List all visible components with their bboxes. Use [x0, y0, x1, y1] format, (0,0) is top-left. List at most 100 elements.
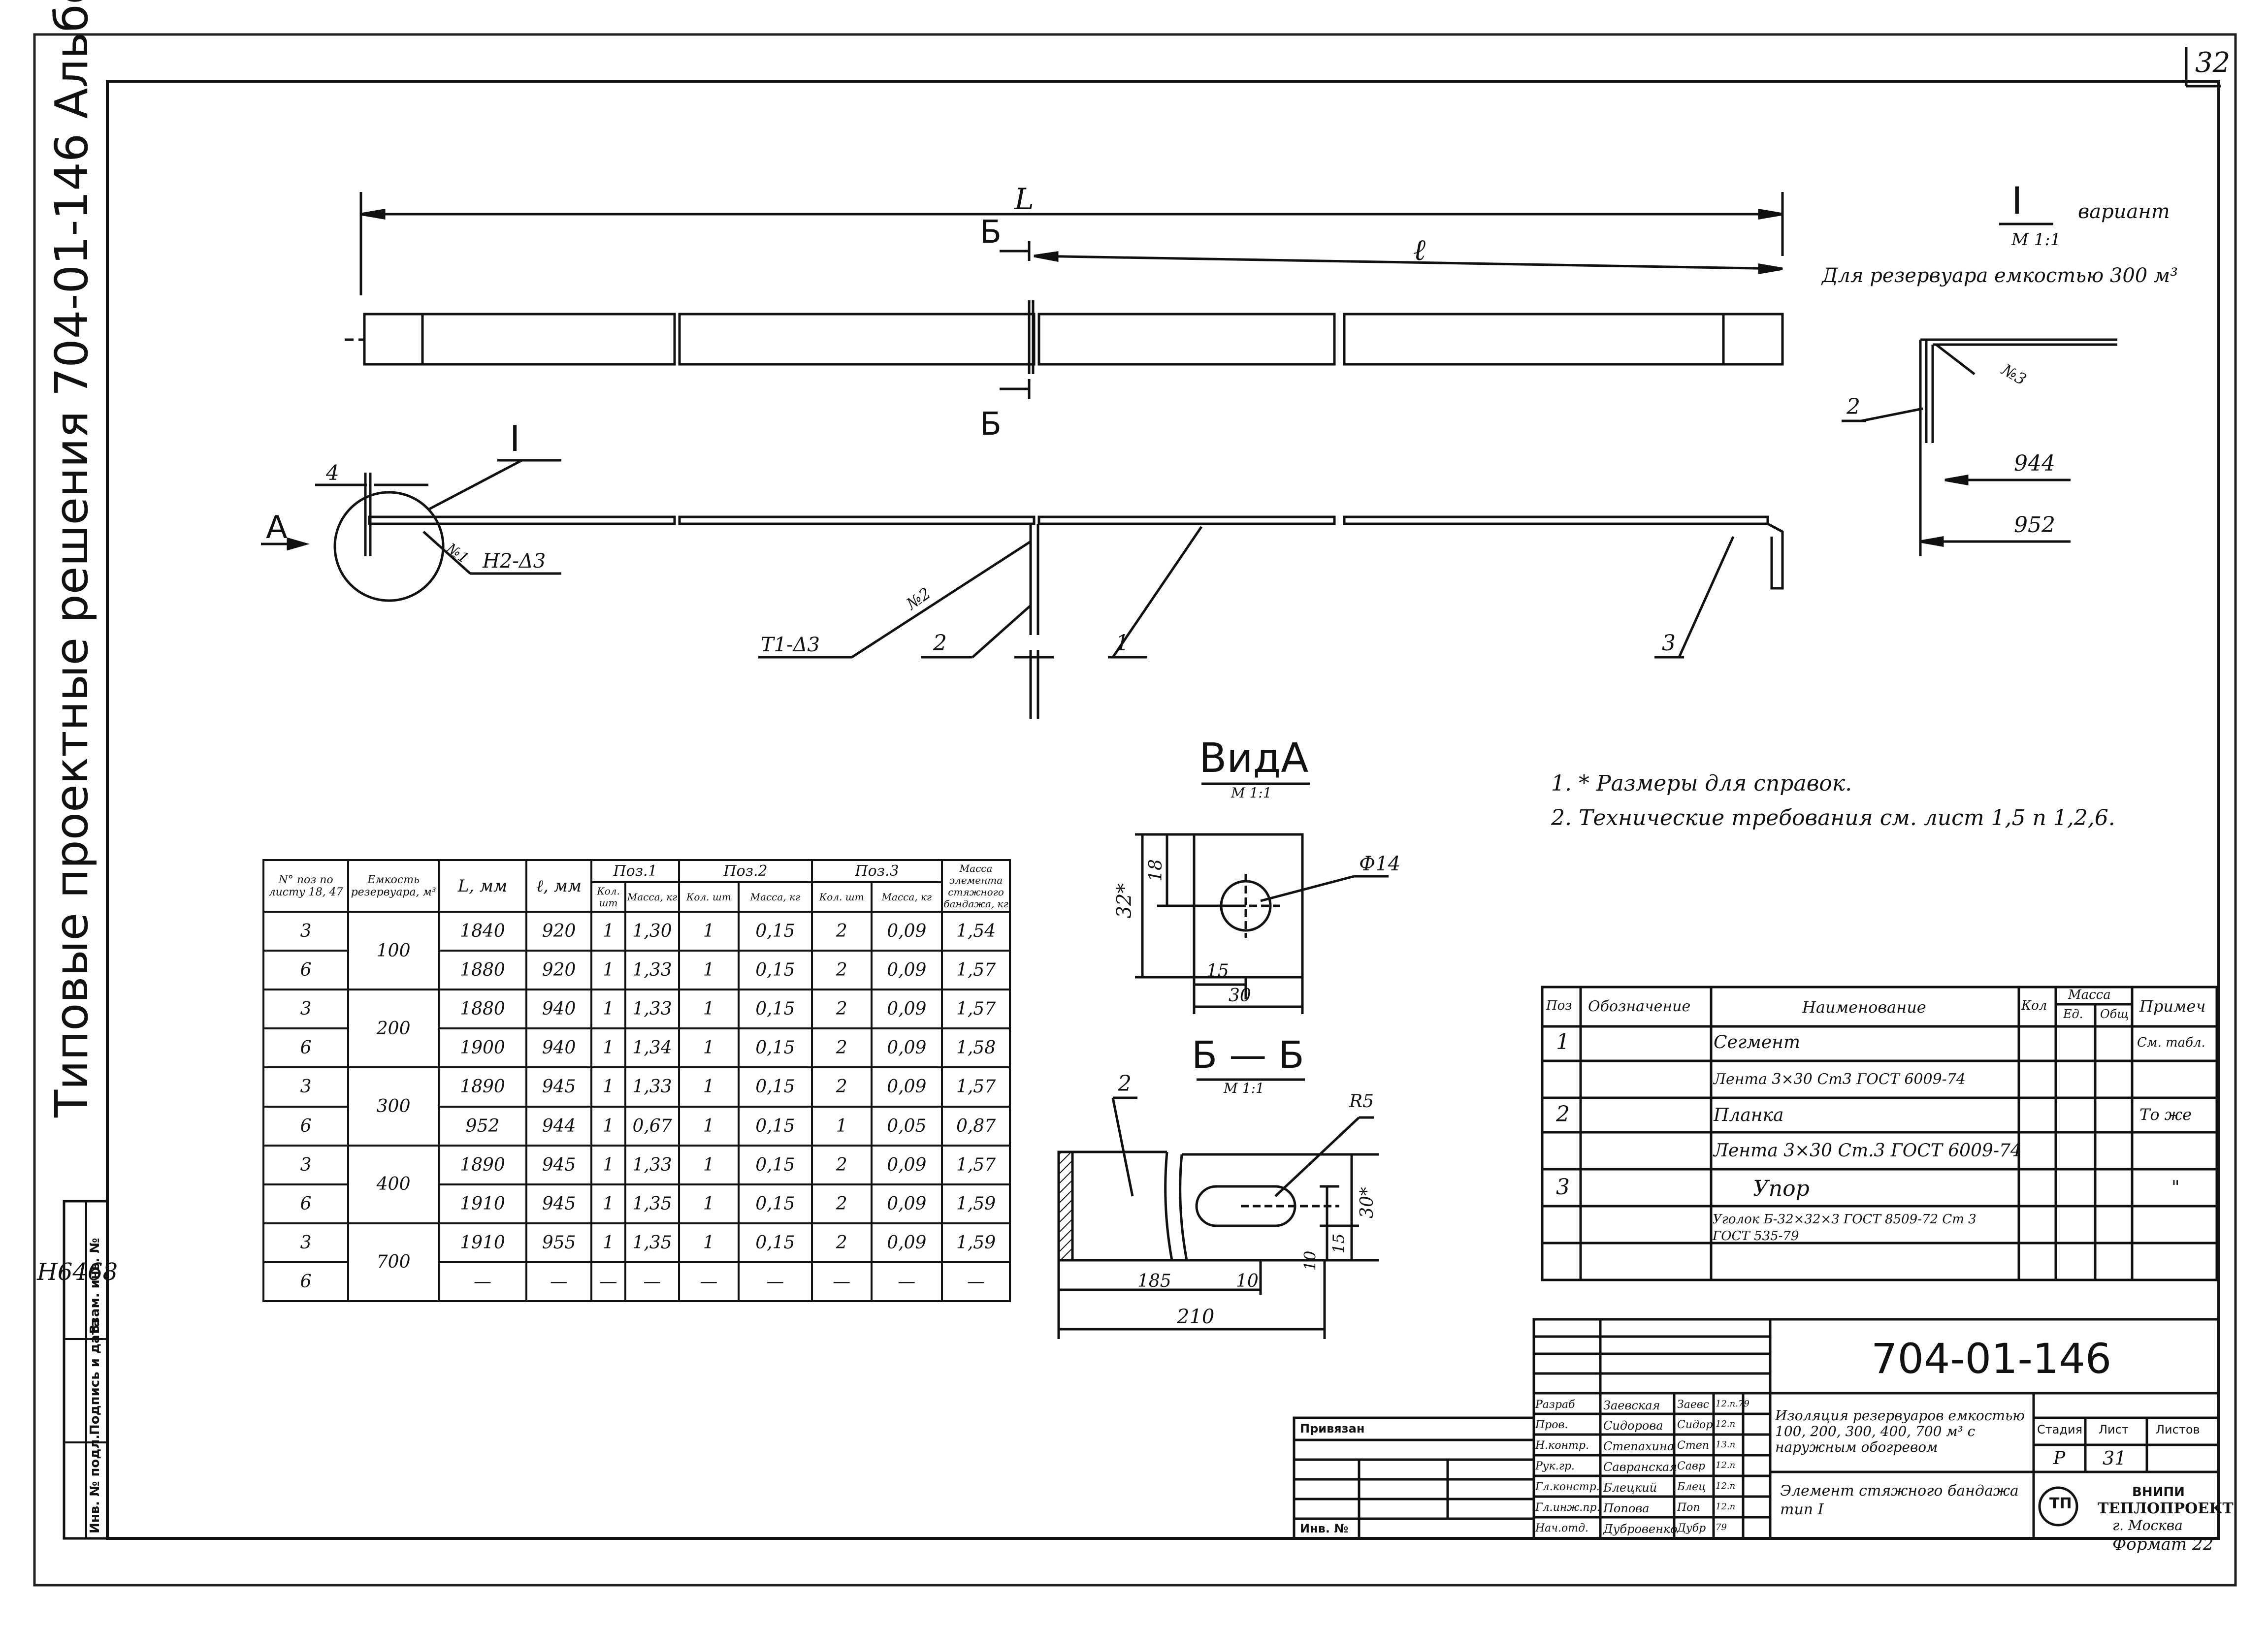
table-cell: 0,15: [737, 1027, 813, 1069]
view-A-dim-30: 30: [1229, 986, 1251, 1006]
signer-cell: 12.п: [1716, 1501, 1736, 1512]
header-m-3: Масса, кг: [870, 881, 943, 913]
org-line-2: ТЕПЛОПРОЕКТ: [2098, 1500, 2234, 1517]
table-cell: 1,33: [624, 1066, 680, 1108]
signer-cell: Степ: [1677, 1439, 1709, 1452]
table-cell: 952: [438, 1105, 528, 1147]
header-qty-2: Кол. шт: [678, 881, 740, 913]
table-cell: 2: [810, 911, 873, 952]
table-cell: 920: [525, 950, 593, 991]
signer-cell: Сидорова: [1603, 1419, 1663, 1433]
header-poz2: Поз.2: [678, 859, 813, 884]
view-mark-A: А: [266, 510, 288, 546]
signer-cell: Нач.отд.: [1535, 1522, 1589, 1534]
table-cell: 0,09: [870, 911, 943, 952]
view-A-dim-18: 18: [1145, 859, 1166, 882]
weld-1-spec: Н2-Δ3: [483, 550, 546, 573]
table-cell: 3: [262, 1066, 350, 1108]
header-m-1: Масса, кг: [624, 881, 680, 913]
table-cell: 1: [590, 1222, 626, 1263]
section-BB-dim-10h: 10: [1236, 1271, 1259, 1291]
detail-I-pos-2: 2: [1847, 394, 1860, 419]
spec-row-3-name: Планка: [1714, 1105, 1784, 1125]
table-cell: 0,05: [870, 1105, 943, 1147]
pos-2-leader: 2: [933, 631, 947, 656]
header-qty-3: Кол. шт: [810, 881, 873, 913]
table-cell: 940: [525, 1027, 593, 1069]
table-cell: 1,33: [624, 989, 680, 1030]
signer-cell: 12.п: [1716, 1481, 1736, 1491]
table-cell: 944: [525, 1105, 593, 1147]
table-cell: 1: [590, 989, 626, 1030]
spec-header-note: Примеч: [2139, 997, 2206, 1016]
table-cell: 1: [590, 1027, 626, 1069]
section-BB-scale: М 1:1: [1224, 1080, 1264, 1096]
inv-label: Инв. №: [1300, 1522, 1349, 1535]
table-cell: —: [624, 1261, 680, 1303]
table-cell: 2: [810, 1066, 873, 1108]
table-cell: 1: [590, 1183, 626, 1224]
header-pos: N° поз по листу 18, 47: [262, 859, 350, 913]
table-cell: 1: [590, 950, 626, 991]
table-cell: 3: [262, 911, 350, 952]
table-cell: —: [941, 1261, 1011, 1303]
callout-I: I: [510, 418, 520, 459]
table-cell: 6: [262, 950, 350, 991]
signer-cell: Разраб: [1535, 1399, 1575, 1411]
spec-header-mass: Масса: [2068, 988, 2111, 1002]
signer-cell: Сидор: [1677, 1419, 1713, 1431]
table-cell: 2: [810, 1027, 873, 1069]
title-subtitle: Элемент стяжного бандажа тип I: [1780, 1482, 2019, 1518]
org-logo-icon: ТП: [2049, 1495, 2072, 1512]
section-mark-top: Б: [980, 214, 1002, 251]
detail-I-dim-952: 952: [2014, 512, 2055, 538]
pos-1-leader: 1: [1115, 631, 1129, 656]
table-cell: 0,09: [870, 989, 943, 1030]
spec-row-4-name: Лента 3×30 Ст.3 ГОСТ 6009-74: [1714, 1141, 2022, 1161]
inventory-stamp: Н6468: [37, 1258, 118, 1286]
table-cell: 0,15: [737, 1105, 813, 1147]
capacity-cell: 200: [347, 989, 440, 1069]
table-cell: 1: [678, 1105, 740, 1147]
view-A-dim-32: 32*: [1113, 883, 1136, 919]
detail-I-scale: М 1:1: [2011, 230, 2061, 250]
table-cell: 0,09: [870, 1183, 943, 1224]
spec-row-2-name: Лента 3×30 Ст3 ГОСТ 6009-74: [1714, 1071, 1966, 1088]
table-cell: 0,67: [624, 1105, 680, 1147]
spec-header-designation: Обозначение: [1588, 998, 1691, 1015]
table-cell: 1,33: [624, 950, 680, 991]
table-cell: 1: [678, 911, 740, 952]
section-BB-dim-210: 210: [1177, 1306, 1215, 1328]
spec-row-3-poz: 2: [1556, 1102, 1570, 1127]
table-cell: 1,57: [941, 950, 1011, 991]
table-cell: 1,58: [941, 1027, 1011, 1069]
signer-cell: Дубровенко: [1603, 1522, 1678, 1536]
signer-cell: Дубр: [1677, 1522, 1706, 1534]
table-cell: 1: [678, 1222, 740, 1263]
capacity-cell: 100: [347, 911, 440, 991]
format-label: Формат 22: [2112, 1534, 2214, 1554]
table-cell: 1: [590, 1105, 626, 1147]
signer-cell: Заевская: [1603, 1399, 1660, 1412]
view-A-dim-15: 15: [1206, 961, 1229, 981]
table-cell: 1,59: [941, 1222, 1011, 1263]
spec-header-poz: Поз: [1546, 998, 1572, 1013]
table-cell: 6: [262, 1261, 350, 1303]
table-cell: 1,59: [941, 1183, 1011, 1224]
table-cell: 1880: [438, 989, 528, 1030]
table-cell: 0,15: [737, 989, 813, 1030]
signer-cell: Савр: [1677, 1460, 1705, 1472]
dim-l-label: ℓ: [1413, 233, 1426, 267]
table-cell: —: [678, 1261, 740, 1303]
table-cell: 1,57: [941, 1066, 1011, 1108]
signer-cell: 79: [1716, 1522, 1727, 1532]
org-line-3: г. Москва: [2112, 1517, 2183, 1533]
table-cell: 0,09: [870, 1027, 943, 1069]
table-cell: 1: [678, 1144, 740, 1185]
strip-replace-inv: Взам. инв. №: [88, 1238, 102, 1335]
signer-cell: Гл.констр.: [1535, 1481, 1600, 1493]
signer-cell: Пров.: [1535, 1419, 1568, 1431]
